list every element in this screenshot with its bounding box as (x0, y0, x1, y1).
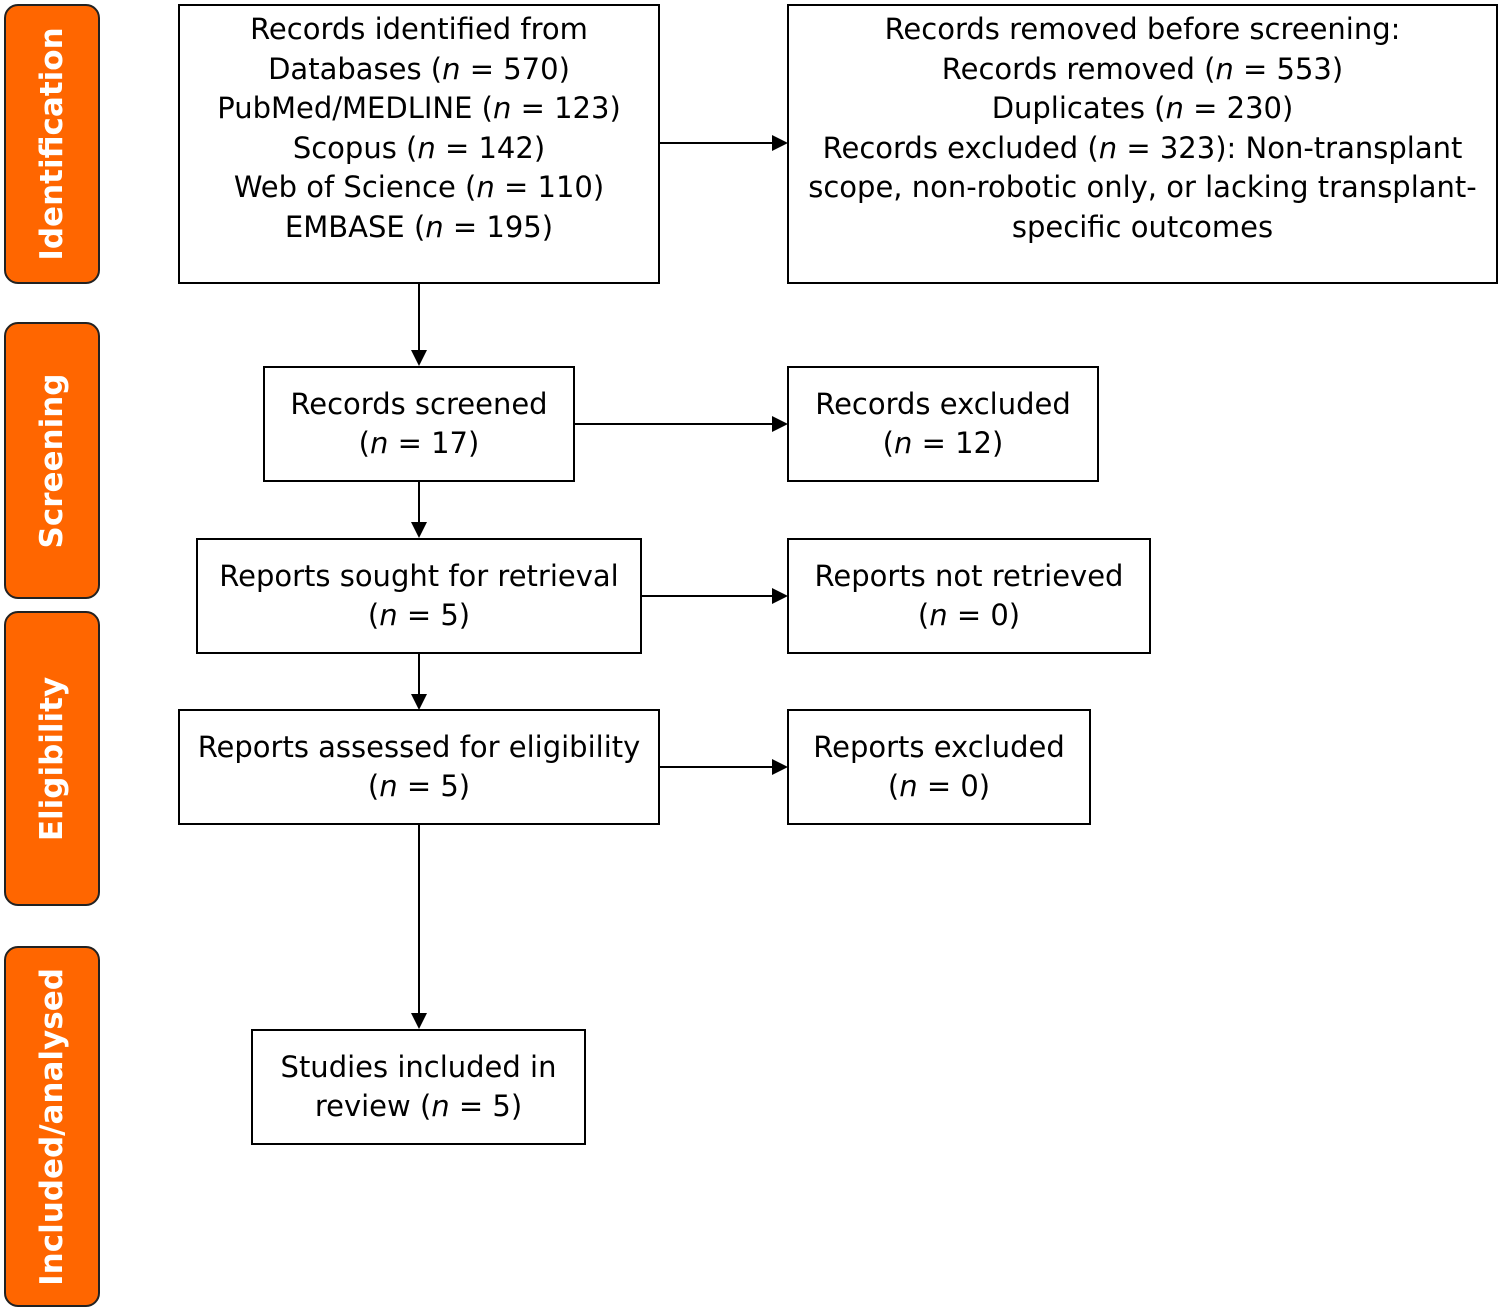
studies-included-box: Studies included in review (n = 5) (251, 1029, 586, 1145)
reports-assessed-title: Reports assessed for eligibility (197, 729, 641, 764)
studies-included-count: review (n = 5) (314, 1089, 523, 1123)
reports-not-retrieved-title: Reports not retrieved (814, 558, 1124, 593)
records-removed-box: Records removed before screening: Record… (787, 4, 1498, 284)
records-excluded-box: Records excluded (n = 12) (787, 366, 1099, 482)
phase-screening: Screening (4, 322, 100, 599)
reports-sought-title: Reports sought for retrieval (219, 558, 619, 593)
records-screened-box: Records screened (n = 17) (263, 366, 575, 482)
wos-count: Web of Science (n = 110) (233, 170, 605, 204)
phase-eligibility: Eligibility (4, 611, 100, 906)
reports-excluded-title: Reports excluded (813, 729, 1065, 764)
reports-sought-box: Reports sought for retrieval (n = 5) (196, 538, 642, 654)
records-excluded-reasons: Records excluded (n = 323): Non-transpla… (808, 130, 1477, 244)
records-excluded-count: (n = 12) (882, 426, 1004, 460)
reports-assessed-box: Reports assessed for eligibility (n = 5) (178, 709, 660, 825)
pubmed-count: PubMed/MEDLINE (n = 123) (217, 91, 621, 125)
reports-excluded-box: Reports excluded (n = 0) (787, 709, 1091, 825)
scopus-count: Scopus (n = 142) (292, 130, 546, 165)
phase-identification: Identification (4, 4, 100, 284)
duplicates-count: Duplicates (n = 230) (991, 91, 1294, 125)
reports-excluded-count: (n = 0) (887, 769, 991, 803)
databases-count: Databases (n = 570) (268, 51, 570, 86)
reports-not-retrieved-box: Reports not retrieved (n = 0) (787, 538, 1151, 654)
records-identified-title: Records identified from (250, 12, 588, 46)
records-excluded-title: Records excluded (815, 386, 1071, 421)
phase-included: Included/analysed (4, 946, 100, 1307)
reports-sought-count: (n = 5) (367, 598, 471, 632)
records-identified-box: Records identified from Databases (n = 5… (178, 4, 660, 284)
studies-included-title: Studies included in (280, 1049, 557, 1084)
reports-assessed-count: (n = 5) (367, 769, 471, 803)
records-screened-count: (n = 17) (358, 426, 480, 460)
reports-not-retrieved-count: (n = 0) (917, 598, 1021, 632)
records-removed-count: Records removed (n = 553) (941, 51, 1344, 86)
embase-count: EMBASE (n = 195) (284, 209, 554, 244)
records-removed-title: Records removed before screening: (884, 12, 1401, 46)
records-screened-title: Records screened (290, 386, 548, 421)
